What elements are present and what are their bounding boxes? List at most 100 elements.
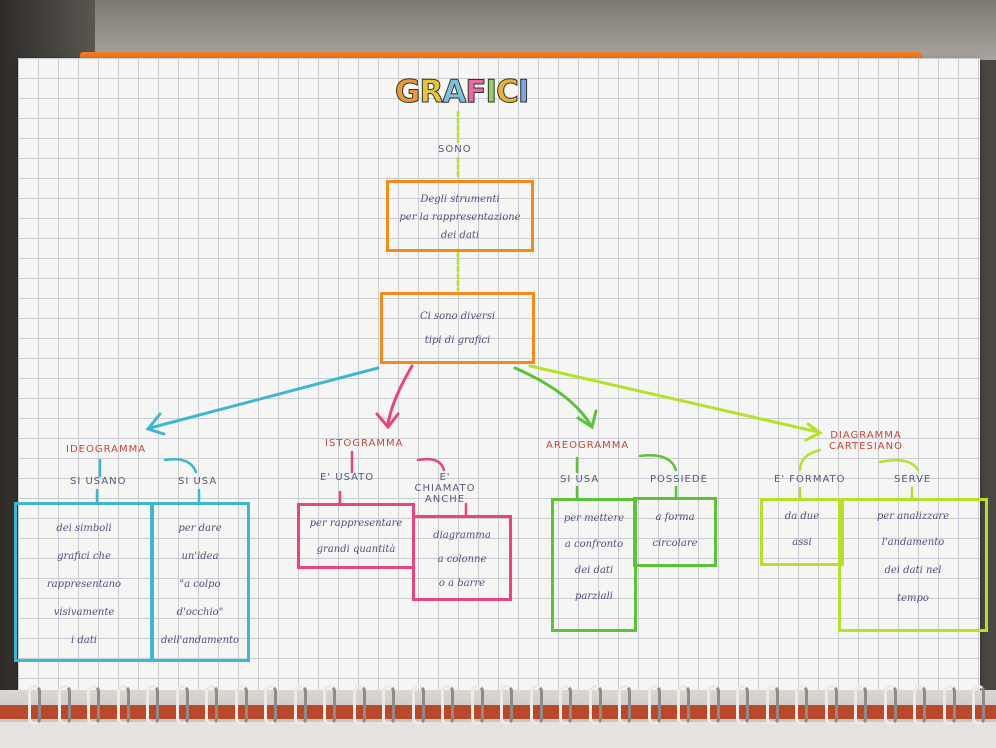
diagramma-left-box: da due assi (760, 498, 844, 566)
areogramma-left-box: per mettere a confronto dei dati parzial… (551, 498, 637, 632)
spiral-ring (293, 685, 307, 725)
connector-areo-si-usa: SI USA (560, 474, 600, 485)
connector-diag-e-formato: E' FORMATO (774, 474, 846, 485)
arrowhead-areogramma (576, 409, 598, 430)
title-letter: F (465, 74, 487, 111)
definition-box: Degli strumenti per la rappresentazione … (386, 180, 534, 252)
spiral-ring (116, 685, 130, 725)
spiral-ring (470, 685, 484, 725)
category-diagramma-cartesiano: DIAGRAMMA CARTESIANO (829, 430, 903, 452)
ideogramma-right-box: per dare un'idea "a colpo d'occhio" dell… (150, 502, 250, 662)
box-line: a colonne (437, 554, 487, 565)
spiral-ring (706, 685, 720, 725)
spiral-ring (411, 685, 425, 725)
definition-line: dei dati (440, 230, 480, 241)
diagramma-right-box: per analizzare l'andamento dei dati nel … (838, 498, 988, 632)
connector-ideo-si-usa: SI USA (178, 476, 218, 487)
connector-iso-e-usato: E' USATO (320, 472, 375, 483)
spiral-ring (795, 685, 808, 725)
spiral-ring (647, 685, 661, 725)
connector-ideo-si-usano: SI USANO (70, 476, 127, 487)
areogramma-right-box: a forma circolare (633, 497, 717, 567)
spiral-ring (824, 685, 838, 725)
spiral-ring (323, 685, 336, 725)
spiral-ring (677, 685, 690, 725)
spiral-ring (559, 685, 572, 725)
istogramma-right-box: diagramma a colonne o a barre (412, 515, 512, 601)
box-line: circolare (652, 538, 698, 549)
box-line: per dare (178, 523, 222, 534)
arrow-ideo-si-usa (163, 458, 198, 474)
title-letter: C (496, 74, 520, 111)
box-line: "a colpo (179, 579, 221, 590)
box-line: da due (784, 511, 820, 522)
spiral-ring (175, 685, 189, 725)
category-ideogramma: IDEOGRAMMA (66, 444, 147, 455)
connector-areo-possiede: POSSIEDE (650, 474, 708, 485)
arrow-diag-formato (798, 448, 822, 472)
title-letter: G (394, 74, 420, 111)
label-sono: SONO (438, 144, 472, 155)
box-line: dell'andamento (160, 635, 240, 646)
box-line: tempo (897, 593, 929, 604)
spiral-ring (87, 685, 100, 725)
arrow-to-areogramma (513, 366, 592, 426)
title-letter: I (517, 74, 529, 111)
box-line: visivamente (53, 607, 115, 618)
box-line: diagramma (433, 530, 491, 541)
box-line: rappresentano (46, 579, 122, 590)
box-line: dei dati (574, 565, 614, 576)
spiral-ring (942, 685, 956, 725)
spiral-ring (588, 685, 602, 725)
definition-line: per la rappresentazione (399, 212, 521, 223)
ideogramma-left-box: dei simboli grafici che rappresentano vi… (14, 502, 154, 662)
box-line: grafici che (57, 551, 111, 562)
category-areogramma: AREOGRAMMA (546, 440, 630, 451)
spiral-ring (913, 685, 926, 725)
box-line: per rappresentare (309, 518, 403, 529)
category-istogramma: ISTOGRAMMA (325, 438, 404, 449)
connector-diag-serve: SERVE (894, 474, 932, 485)
spiral-ring (146, 685, 159, 725)
box-line: dei dati nel (884, 565, 942, 576)
box-line: l'andamento (881, 537, 945, 548)
box-line: per mettere (563, 513, 625, 524)
spiral-ring (500, 685, 513, 725)
connector-iso-e-chiamato: E' CHIAMATO ANCHE (414, 472, 476, 505)
box-line: parziali (575, 591, 613, 602)
spiral-ring (529, 685, 543, 725)
title-letter: R (419, 74, 444, 111)
arrow-to-diagramma (528, 364, 820, 434)
spiral-ring (883, 685, 897, 725)
spiral-ring (352, 685, 366, 725)
spiral-ring (618, 685, 631, 725)
spiral-ring (382, 685, 395, 725)
definition-line: Degli strumenti (420, 194, 500, 205)
box-line: un'idea (181, 551, 219, 562)
spiral-ring (234, 685, 248, 725)
spiral-ring (28, 685, 41, 725)
notebook-next-page (0, 722, 996, 748)
spiral-ring (972, 685, 985, 725)
desk-background (95, 0, 996, 60)
types-line: Ci sono diversi (419, 311, 496, 322)
istogramma-left-box: per rappresentare grandi quantità (297, 503, 415, 569)
arrowhead-ideogramma (145, 412, 166, 436)
types-box: Ci sono diversi tipi di grafici (380, 292, 535, 364)
spiral-ring (854, 685, 867, 725)
box-line: i dati (71, 635, 97, 646)
spiral-ring (441, 685, 454, 725)
arrow-diag-serve (878, 459, 920, 472)
box-line: a forma (655, 512, 695, 523)
map-title-grafici: GRAFICI (394, 74, 545, 120)
arrow-areo-possiede (638, 454, 678, 472)
title-letter: I (485, 74, 497, 111)
arrowhead-diagramma (804, 422, 823, 442)
arrow-to-ideogramma (148, 366, 380, 430)
box-line: dei simboli (56, 523, 112, 534)
box-line: o a barre (438, 578, 486, 589)
spiral-ring (765, 685, 779, 725)
spiral-ring (57, 685, 71, 725)
spiral-ring (205, 685, 218, 725)
title-letter: A (442, 74, 467, 111)
